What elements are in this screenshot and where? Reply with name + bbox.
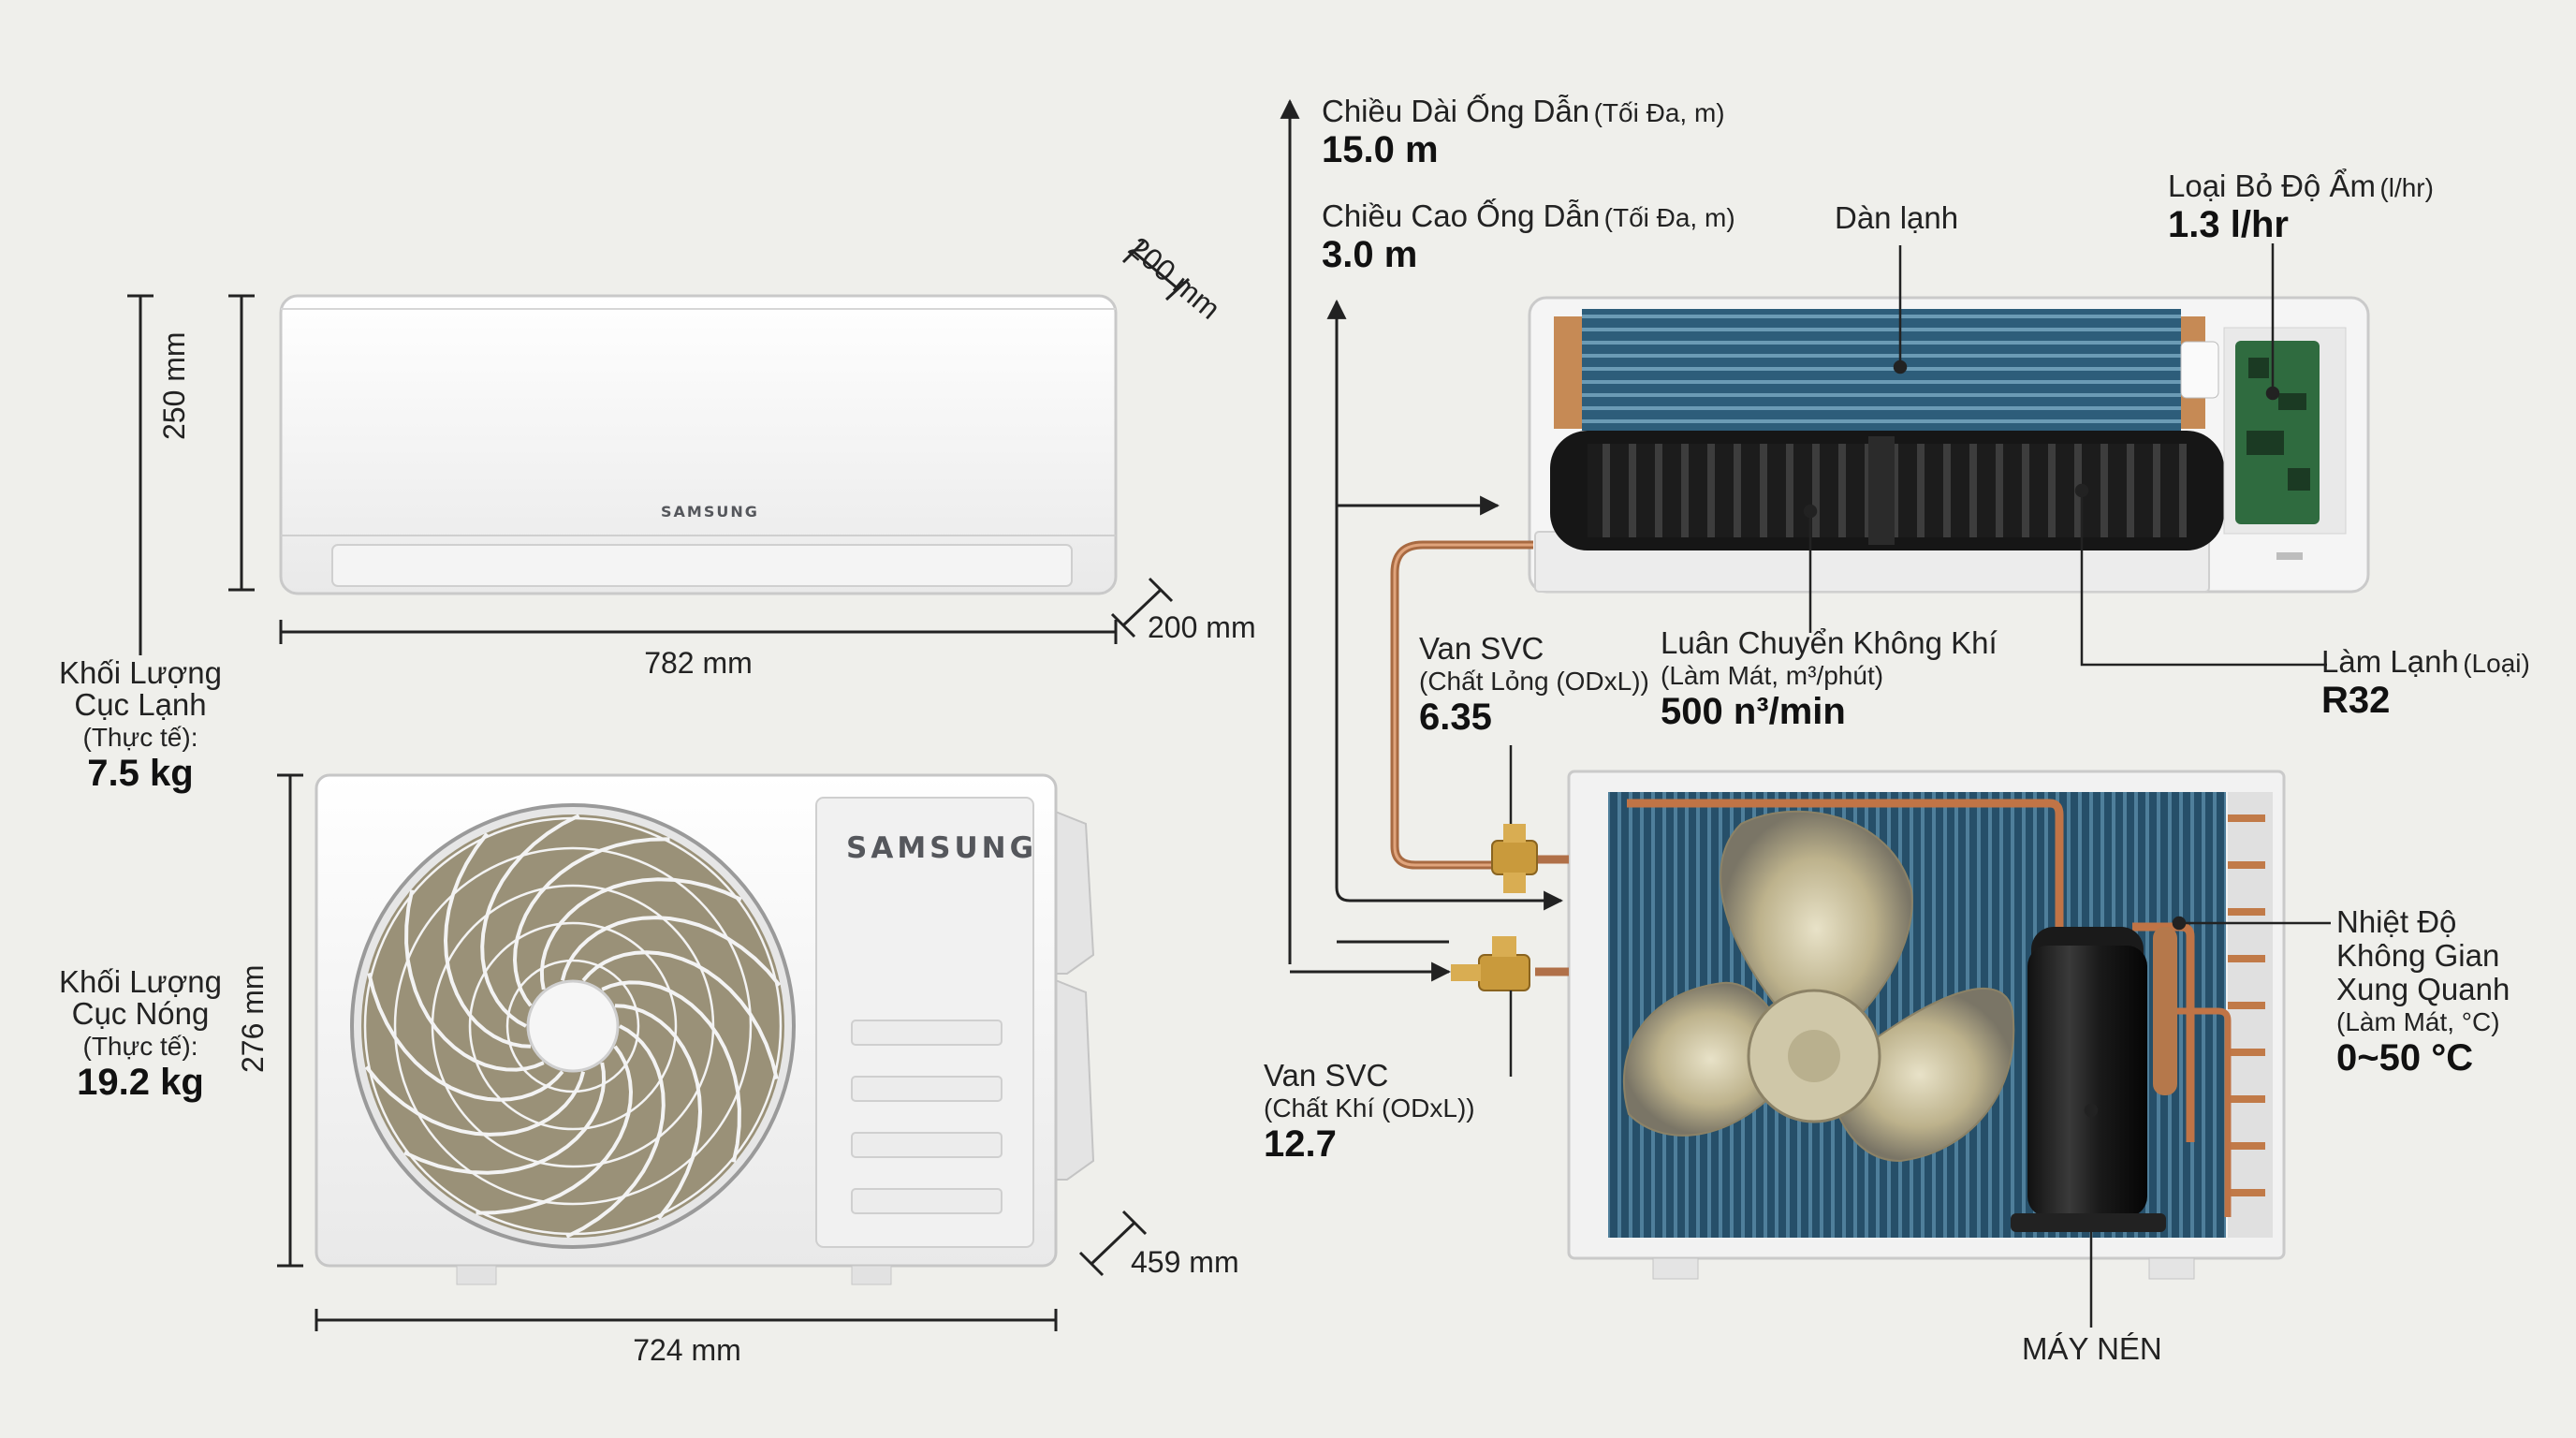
indoor-weight-block: Khối Lượng Cục Lạnh (Thực tế): 7.5 kg <box>37 655 243 795</box>
outdoor-brand-logo: SAMSUNG <box>846 831 1038 865</box>
dehumid-value: 1.3 l/hr <box>2168 204 2289 245</box>
pipe-length-label: Chiều Dài Ống Dẫn <box>1322 94 1590 128</box>
outdoor-depth-dimension <box>1078 1210 1148 1277</box>
indoor-depth-dimension-side <box>1110 577 1174 638</box>
pipe-length-arrow <box>1280 98 1452 982</box>
coil-label: Dàn lạnh <box>1835 200 1959 235</box>
outdoor-fan <box>1622 810 2015 1163</box>
ambient-line3: Xung Quanh <box>2336 972 2510 1006</box>
outdoor-unit <box>315 773 1095 1285</box>
refrigerant-pipes <box>1390 540 1569 976</box>
svc-liquid-value: 6.35 <box>1419 697 1492 738</box>
ambient-line1: Nhiệt Độ <box>2336 904 2457 939</box>
outdoor-weight-line1: Khối Lượng <box>58 964 222 999</box>
pipe-height-label: Chiều Cao Ống Dẫn <box>1322 198 1601 233</box>
outdoor-weight-line2: Cục Nóng <box>71 996 210 1031</box>
indoor-pointers <box>1337 495 1500 944</box>
indoor-weight-line3: (Thực tế): <box>82 723 198 752</box>
weight-reference-line <box>127 294 154 655</box>
indoor-brand-logo: SAMSUNG <box>661 503 759 521</box>
leader-lines <box>1509 243 2331 1328</box>
service-valves <box>1451 824 1538 991</box>
pipe-length-unit: (Tối Đa, m) <box>1593 98 1725 127</box>
pipe-length-value: 15.0 m <box>1322 129 1439 170</box>
refrigerant-block: Làm Lạnh (Loại) R32 <box>2321 644 2530 722</box>
indoor-unit <box>279 294 1118 595</box>
refrigerant-label: Làm Lạnh <box>2321 644 2459 679</box>
svc-liquid-unit: (Chất Lỏng (ODxL)) <box>1419 667 1649 696</box>
svc-gas-unit: (Chất Khí (ODxL)) <box>1264 1093 1475 1123</box>
pipe-height-unit: (Tối Đa, m) <box>1603 203 1735 232</box>
svc-liquid-block: Van SVC (Chất Lỏng (ODxL)) 6.35 <box>1419 631 1649 739</box>
indoor-height-dimension <box>228 294 255 592</box>
refrigerant-value: R32 <box>2321 680 2391 721</box>
indoor-depth-label-side: 200 mm <box>1148 610 1256 644</box>
outdoor-weight-line3: (Thực tế): <box>82 1032 198 1061</box>
outdoor-weight-block: Khối Lượng Cục Nóng (Thực tế): 19.2 kg <box>37 964 243 1104</box>
ambient-line2: Không Gian <box>2336 938 2500 973</box>
airflow-unit: (Làm Mát, m³/phút) <box>1661 661 1884 690</box>
indoor-depth-dimension-top <box>1121 240 1191 301</box>
svc-liquid-label: Van SVC <box>1419 631 1544 666</box>
outdoor-height-dimension <box>277 773 303 1268</box>
indoor-weight-value: 7.5 kg <box>87 753 194 794</box>
svc-gas-label: Van SVC <box>1264 1058 1389 1093</box>
pipe-length-block: Chiều Dài Ống Dẫn (Tối Đa, m) 15.0 m <box>1322 94 1725 171</box>
dehumid-unit: (l/hr) <box>2379 173 2434 202</box>
pipe-height-block: Chiều Cao Ống Dẫn (Tối Đa, m) 3.0 m <box>1322 198 1735 276</box>
ambient-value: 0~50 °C <box>2336 1037 2474 1078</box>
indoor-weight-line2: Cục Lạnh <box>74 687 207 722</box>
indoor-height-label: 250 mm <box>157 331 191 440</box>
dehumid-label: Loại Bỏ Độ Ẩm <box>2168 169 2376 203</box>
refrigerant-unit: (Loại) <box>2463 649 2530 678</box>
indoor-width-dimension <box>279 620 1118 644</box>
ambient-unit: (Làm Mát, °C) <box>2336 1007 2500 1036</box>
svc-gas-block: Van SVC (Chất Khí (ODxL)) 12.7 <box>1264 1058 1475 1166</box>
airflow-block: Luân Chuyển Không Khí (Làm Mát, m³/phút)… <box>1661 625 1998 733</box>
indoor-cutaway <box>1528 296 2370 594</box>
outdoor-weight-value: 19.2 kg <box>77 1062 204 1103</box>
airflow-value: 500 n³/min <box>1661 691 1846 732</box>
dehumid-block: Loại Bỏ Độ Ẩm (l/hr) 1.3 l/hr <box>2168 169 2434 246</box>
indoor-width-label: 782 mm <box>644 646 753 680</box>
compressor <box>2011 927 2177 1232</box>
outdoor-width-label: 724 mm <box>633 1333 741 1367</box>
svc-gas-value: 12.7 <box>1264 1123 1337 1165</box>
outdoor-cutaway <box>1567 770 2286 1280</box>
pipe-height-value: 3.0 m <box>1322 234 1418 275</box>
ambient-block: Nhiệt Độ Không Gian Xung Quanh (Làm Mát,… <box>2336 904 2510 1079</box>
airflow-label: Luân Chuyển Không Khí <box>1661 625 1998 660</box>
outdoor-width-dimension <box>315 1309 1058 1331</box>
indoor-weight-line1: Khối Lượng <box>58 655 222 690</box>
compressor-label: MÁY NÉN <box>2022 1331 2162 1366</box>
pipe-height-arrow <box>1326 299 1564 911</box>
outdoor-depth-label: 459 mm <box>1131 1245 1239 1279</box>
fan-grille <box>363 814 783 1239</box>
